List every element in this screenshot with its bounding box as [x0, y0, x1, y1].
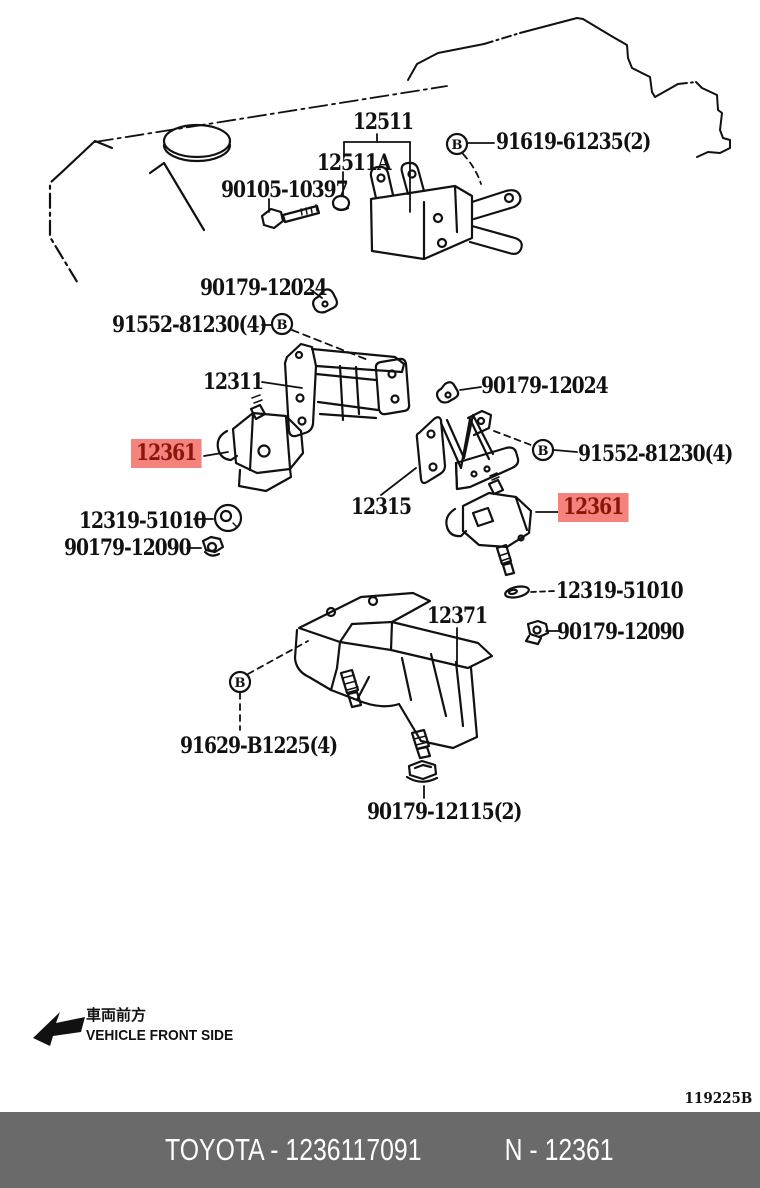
bracket-12311-drawing	[261, 342, 411, 438]
bracket-12315-drawing	[380, 409, 520, 496]
part-label-90105-10397[interactable]: 90105-10397	[221, 177, 349, 203]
part-label-90179-12090-right[interactable]: 90179-12090	[557, 619, 685, 645]
nut-90179-12115-drawing	[405, 759, 439, 799]
washer-12319-left-drawing	[193, 503, 243, 533]
footer-part-number: TOYOTA - 1236117091	[164, 1132, 422, 1167]
bolt-90105-drawing	[260, 198, 321, 230]
nut-90179-12090-left-drawing	[186, 535, 225, 557]
part-label-90179-12090-left[interactable]: 90179-12090	[64, 535, 192, 561]
front-side-label-en: VEHICLE FRONT SIDE	[86, 1027, 234, 1044]
part-label-12511[interactable]: 12511	[353, 109, 414, 135]
engine-outline-left	[48, 85, 448, 287]
part-label-12361-right-highlighted[interactable]: 12361	[558, 493, 629, 523]
footer-part-group: N - 12361	[504, 1132, 614, 1167]
part-label-12361-left-highlighted[interactable]: 12361	[131, 439, 202, 469]
bolt-marker-b: B	[235, 676, 246, 691]
part-label-90179-12115[interactable]: 90179-12115(2)	[367, 799, 522, 825]
part-label-12371[interactable]: 12371	[427, 603, 488, 629]
part-label-90179-12024-right[interactable]: 90179-12024	[481, 373, 609, 399]
front-side-label-jp: 車両前方	[86, 1006, 147, 1024]
front-side-arrow	[33, 1012, 85, 1046]
bolt-marker-mid-right	[493, 430, 578, 462]
part-label-12511a[interactable]: 12511A	[317, 150, 391, 176]
part-label-12319-51010-right[interactable]: 12319-51010	[556, 578, 684, 604]
bracket-12511-drawing	[369, 161, 523, 261]
part-label-90179-12024-upper[interactable]: 90179-12024	[200, 275, 328, 301]
part-label-91619-61235[interactable]: 91619-61235(2)	[496, 129, 651, 155]
part-label-12319-51010-left[interactable]: 12319-51010	[79, 508, 207, 534]
part-label-12311[interactable]: 12311	[203, 369, 264, 395]
bolt-marker-top	[445, 132, 495, 185]
part-label-91552-81230-right[interactable]: 91552-81230(4)	[578, 441, 733, 467]
insulator-12361-left-drawing	[203, 394, 305, 493]
bolt-marker-b: B	[538, 444, 549, 459]
cap-12511a-drawing	[331, 194, 351, 212]
part-label-91629-b1225[interactable]: 91629-B1225(4)	[180, 733, 338, 759]
crossmember-12371-drawing	[293, 591, 494, 760]
nut-90179-12090-right-drawing	[524, 619, 561, 646]
clamp-90179-12024-right-drawing	[435, 381, 482, 404]
clamp-90179-12024-upper-drawing	[310, 288, 339, 314]
part-label-91552-81230-left[interactable]: 91552-81230(4)	[112, 312, 267, 338]
footer-bar: TOYOTA - 1236117091 N - 12361	[0, 1112, 760, 1188]
insulator-12361-right-drawing	[445, 472, 559, 577]
bolt-marker-b: B	[452, 138, 463, 153]
bolt-marker-b: B	[277, 318, 288, 333]
diagram-code: 119225B	[684, 1089, 752, 1107]
engine-outline-right	[407, 17, 731, 158]
bolt-marker-bottom	[228, 640, 309, 731]
washer-12319-right-drawing	[504, 585, 557, 599]
bolt-marker-mid-left	[261, 312, 369, 361]
part-label-12315[interactable]: 12315	[351, 494, 412, 520]
